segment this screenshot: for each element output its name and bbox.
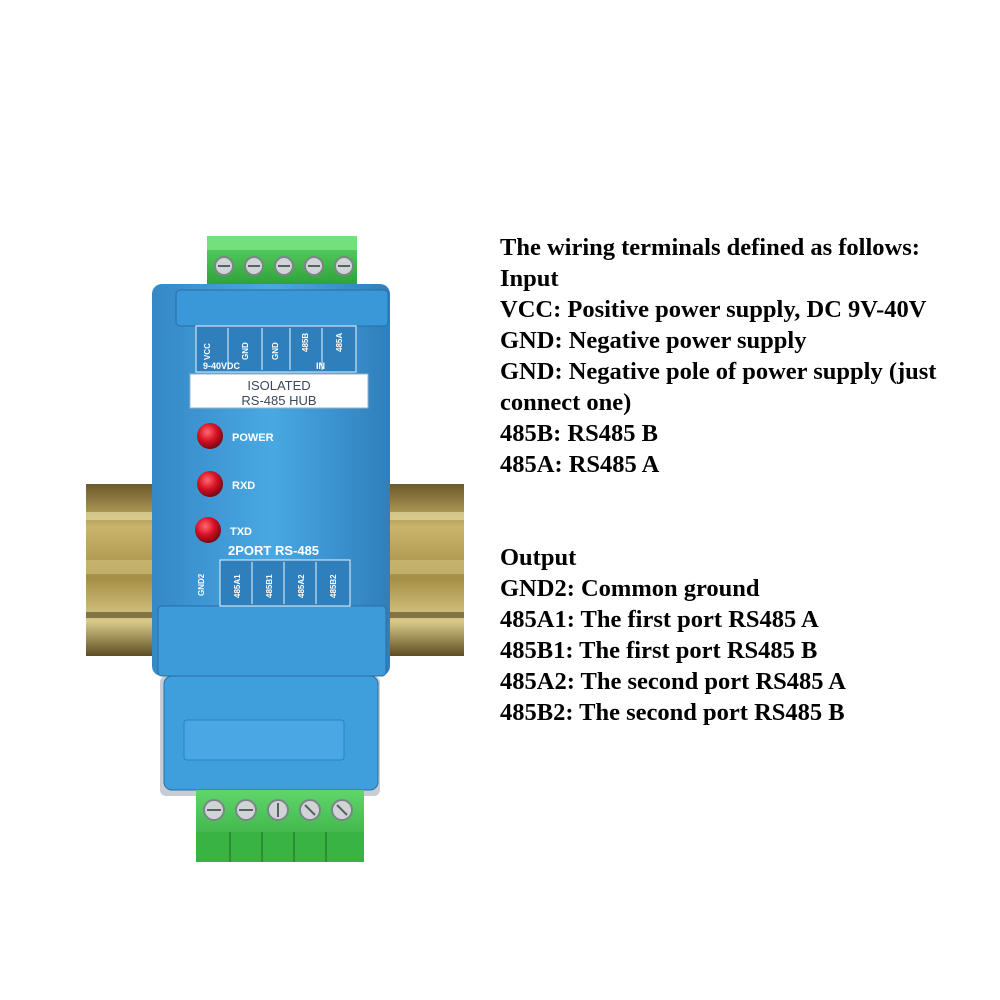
txd-led-label: TXD — [230, 526, 252, 538]
input-terminal-label-gnd-1: GND — [241, 342, 250, 360]
section-spacer — [500, 480, 992, 542]
device-name-line1: ISOLATED — [247, 378, 310, 393]
input-terminal-label-gnd-2: GND — [271, 342, 280, 360]
input-item-gnd: GND: Negative power supply — [500, 327, 807, 354]
output-label-strip: 2PORT RS-485 GND2 485A1 485B1 485A2 485B… — [197, 543, 351, 607]
output-terminal-block — [196, 790, 364, 862]
input-group-label: IN — [316, 361, 325, 371]
device-name-line2: RS-485 HUB — [241, 393, 316, 408]
ports-title: 2PORT RS-485 — [228, 543, 319, 558]
input-label-strip: VCC GND GND 485B 485A 9-40VDC IN — [195, 325, 357, 373]
output-heading: Output — [500, 544, 577, 571]
description-intro: The wiring terminals defined as follows: — [500, 234, 920, 261]
output-terminal-label-gnd2: GND2 — [197, 573, 206, 596]
output-item-485a2: 485A2: The second port RS485 A — [500, 668, 846, 695]
output-terminal-label-485a1: 485A1 — [233, 574, 242, 598]
input-item-vcc: VCC: Positive power supply, DC 9V-40V — [500, 296, 927, 323]
output-item-485a1: 485A1: The first port RS485 A — [500, 606, 819, 633]
input-heading: Input — [500, 265, 559, 292]
wiring-description: The wiring terminals defined as follows:… — [500, 232, 992, 728]
rxd-led-label: RXD — [232, 480, 255, 492]
input-terminal-label-485b: 485B — [301, 333, 310, 352]
output-item-485b1: 485B1: The first port RS485 B — [500, 637, 818, 664]
input-terminal-label-vcc: VCC — [203, 343, 212, 360]
output-terminal-label-485a2: 485A2 — [297, 574, 306, 598]
output-terminal-label-485b2: 485B2 — [329, 574, 338, 598]
terminal-screws-top — [214, 256, 354, 276]
power-led — [197, 423, 223, 449]
status-leds: POWER RXD TXD — [195, 423, 274, 543]
power-led-label: POWER — [232, 432, 274, 444]
voltage-label: 9-40VDC — [203, 361, 241, 371]
input-item-gnd-pole: GND: Negative pole of power supply (just… — [500, 358, 937, 416]
txd-led — [195, 517, 221, 543]
input-terminal-block — [207, 236, 357, 284]
input-item-485b: 485B: RS485 B — [500, 420, 658, 447]
terminal-screws-bottom — [203, 799, 353, 821]
input-item-485a: 485A: RS485 A — [500, 451, 660, 478]
rxd-led — [197, 471, 223, 497]
name-plate: ISOLATED RS-485 HUB — [189, 373, 369, 409]
output-terminal-label-485b1: 485B1 — [265, 574, 274, 598]
output-item-gnd2: GND2: Common ground — [500, 575, 760, 602]
input-terminal-label-485a: 485A — [335, 333, 344, 352]
output-item-485b2: 485B2: The second port RS485 B — [500, 699, 845, 726]
